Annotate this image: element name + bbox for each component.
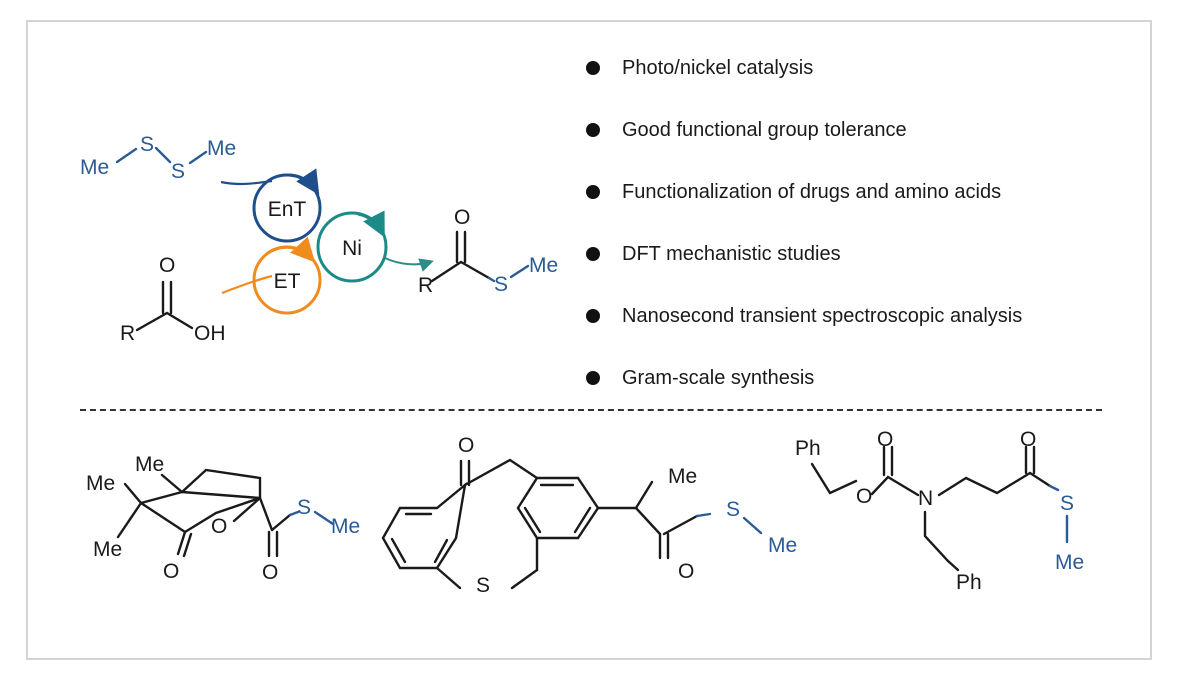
atom-me: Me — [93, 538, 122, 561]
bullet-icon — [586, 247, 600, 261]
atom-o: O — [159, 254, 175, 277]
feature-text: Nanosecond transient spectroscopic analy… — [622, 305, 1023, 327]
atom-me: Me — [207, 137, 236, 160]
atom-s: S — [494, 273, 508, 296]
feature-text: Good functional group tolerance — [622, 119, 907, 141]
feature-text: Photo/nickel catalysis — [622, 57, 814, 79]
atom-r: R — [418, 274, 433, 297]
atom-ph: Ph — [956, 571, 982, 594]
product-camphanic-thioester: Me Me Me O O O S Me — [86, 453, 360, 584]
et-label: ET — [274, 270, 301, 293]
atom-s: S — [297, 496, 311, 519]
atom-o: O — [856, 485, 872, 508]
atom-o: O — [163, 560, 179, 583]
ent-label: EnT — [268, 198, 307, 221]
atom-s: S — [171, 160, 185, 183]
ni-label: Ni — [342, 237, 362, 260]
acid-arrow — [221, 274, 273, 295]
feature-list: Photo/nickel catalysis Good functional g… — [586, 52, 1022, 424]
atom-s: S — [726, 498, 740, 521]
atom-me: Me — [80, 156, 109, 179]
atom-s: S — [476, 574, 490, 597]
feature-item: Photo/nickel catalysis — [586, 52, 1022, 96]
atom-s: S — [140, 133, 154, 156]
feature-text: Gram-scale synthesis — [622, 367, 815, 389]
feature-text: DFT mechanistic studies — [622, 243, 841, 265]
catalytic-cycles: EnT ET Ni — [220, 168, 434, 315]
product-zaltoprofen-thioester: O S Me O S Me — [381, 434, 797, 597]
atom-o: O — [877, 428, 893, 451]
ent-cycle — [252, 173, 322, 243]
atom-s: S — [1060, 492, 1074, 515]
atom-r: R — [120, 322, 135, 345]
feature-item: Gram-scale synthesis — [586, 362, 1022, 406]
thioester-product: O R S Me — [418, 206, 558, 297]
atom-me: Me — [331, 515, 360, 538]
bullet-icon — [586, 309, 600, 323]
section-divider — [80, 409, 1102, 411]
atom-o: O — [458, 434, 474, 457]
feature-item: Nanosecond transient spectroscopic analy… — [586, 300, 1022, 344]
atom-ph: Ph — [795, 437, 821, 460]
bullet-icon — [586, 185, 600, 199]
bullet-icon — [586, 123, 600, 137]
atom-oh: OH — [194, 322, 226, 345]
atom-o: O — [454, 206, 470, 229]
ni-cycle — [316, 211, 388, 283]
feature-item: Functionalization of drugs and amino aci… — [586, 176, 1022, 220]
atom-me: Me — [668, 465, 697, 488]
bullet-icon — [586, 61, 600, 75]
atom-o: O — [211, 515, 227, 538]
feature-item: Good functional group tolerance — [586, 114, 1022, 158]
atom-me: Me — [1055, 551, 1084, 574]
atom-me: Me — [135, 453, 164, 476]
atom-me: Me — [529, 254, 558, 277]
atom-n: N — [918, 487, 933, 510]
carboxylic-acid-reagent: O R OH — [120, 254, 226, 345]
atom-o: O — [262, 561, 278, 584]
atom-o: O — [678, 560, 694, 583]
atom-o: O — [1020, 428, 1036, 451]
feature-item: DFT mechanistic studies — [586, 238, 1022, 282]
disulfide-reagent: Me S S Me — [80, 133, 236, 183]
product-arrow — [384, 257, 434, 272]
atom-me: Me — [768, 534, 797, 557]
bullet-icon — [586, 371, 600, 385]
feature-text: Functionalization of drugs and amino aci… — [622, 181, 1002, 203]
product-cbz-amino-thioester: Ph O O N O S Me Ph — [795, 428, 1084, 594]
atom-me: Me — [86, 472, 115, 495]
